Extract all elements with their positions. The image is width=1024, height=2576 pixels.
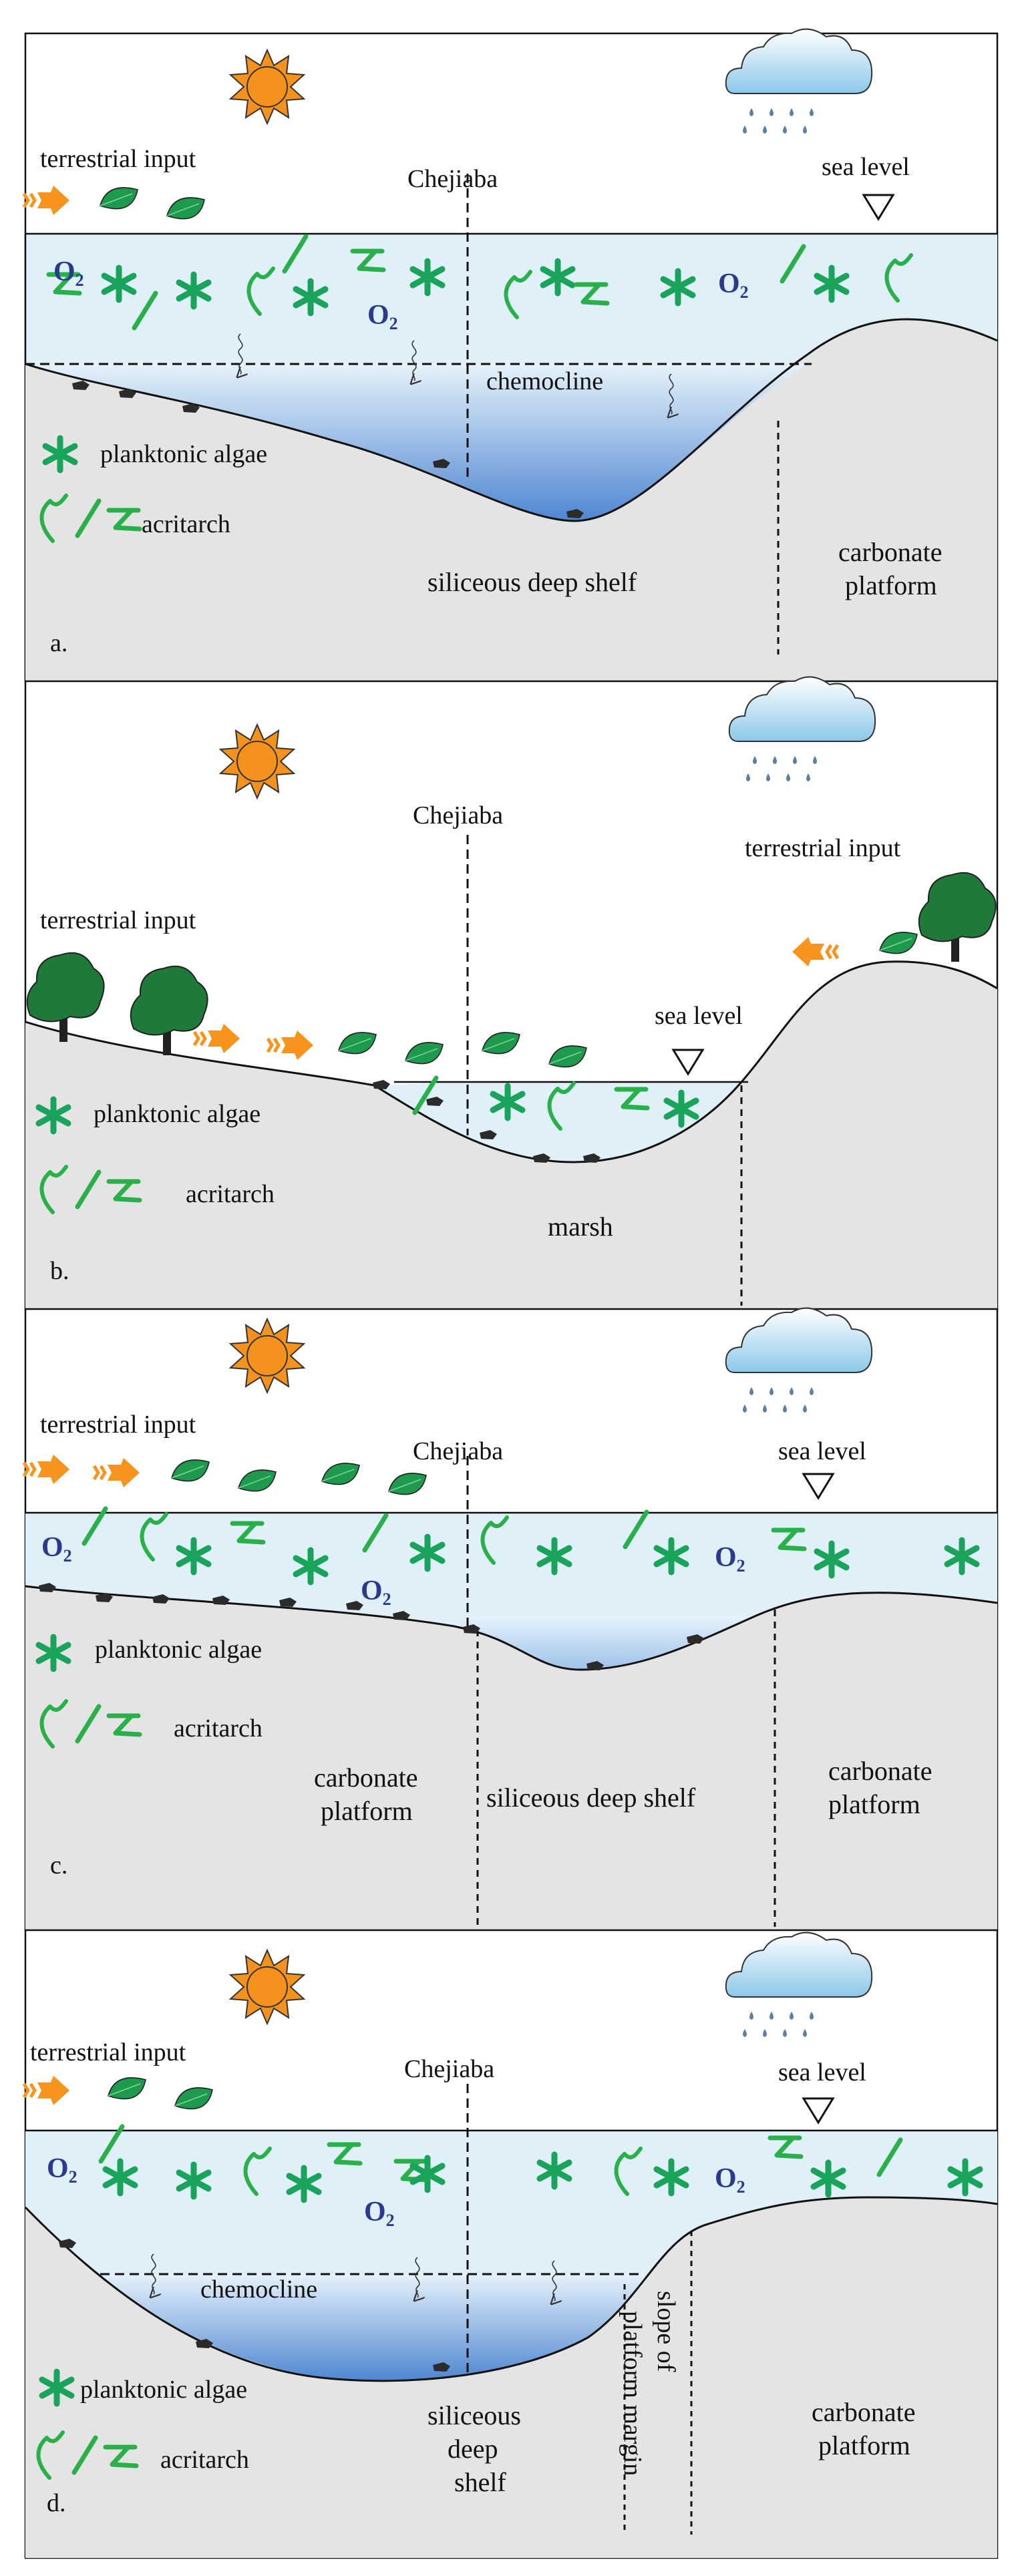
panel-c-seafloor [25, 1585, 998, 1671]
terrestrial-input-label: terrestrial input [40, 906, 196, 934]
location-label: Chejiaba [413, 801, 503, 830]
panel-label: d. [47, 2489, 66, 2517]
svg-text:O2: O2 [47, 2153, 77, 2187]
legend-algae-label: planktonic algae [95, 1636, 262, 1664]
legend-algae-label: planktonic algae [100, 440, 267, 468]
panel-b-land-surface [25, 960, 998, 1163]
zone-label: shelf [454, 2467, 506, 2497]
svg-text:O2: O2 [715, 2163, 745, 2197]
legend-acritarch-label: acritarch [142, 510, 230, 538]
svg-text:O2: O2 [367, 300, 398, 333]
zone-label: slope of [652, 2291, 680, 2372]
legend-algae-label: planktonic algae [80, 2376, 247, 2404]
legend-acritarch-label: acritarch [186, 1180, 275, 1208]
panel-c-basin [461, 1616, 755, 1670]
oxygen-labels: O2 O2 O2 [53, 256, 749, 333]
panel-a-seafloor [25, 318, 998, 522]
panel-a: terrestrial input Chejiaba sea level che… [24, 28, 999, 683]
sea-level-label: sea level [778, 1437, 866, 1465]
svg-text:O2: O2 [53, 256, 84, 290]
panel-a-ground [25, 319, 997, 681]
zone-label: siliceous deep shelf [428, 567, 637, 597]
panel-a-anoxic-basin [25, 364, 810, 521]
location-label: Chejiaba [404, 2055, 494, 2083]
panel-b-marsh-water [374, 1082, 741, 1162]
zone-label: platform [321, 1796, 413, 1826]
legend-acritarch-label: acritarch [174, 1714, 263, 1742]
panel-d-anoxic-basin [100, 2274, 645, 2381]
terrestrial-input-label: terrestrial input [30, 2038, 186, 2066]
zone-label: marsh [548, 1212, 613, 1242]
zone-label: platform [818, 2430, 910, 2460]
panel-b-ground [25, 961, 997, 1309]
zone-label: carbonate [812, 2397, 915, 2427]
chemocline-label: chemocline [200, 2275, 317, 2304]
terrestrial-input-label: terrestrial input [745, 834, 901, 862]
terrestrial-input-label: terrestrial input [40, 145, 196, 173]
zone-label: carbonate [314, 1763, 417, 1793]
zone-label: siliceous [428, 2400, 521, 2430]
zone-label: platform margin [619, 2311, 647, 2476]
zone-label: carbonate [828, 1756, 932, 1786]
location-label: Chejiaba [407, 165, 498, 193]
svg-text:O2: O2 [718, 268, 749, 302]
sea-level-label: sea level [778, 2058, 866, 2086]
panel-d-ground [25, 2197, 997, 2558]
panel-c: terrestrial input Chejiaba sea level pla… [24, 1307, 999, 1931]
panel-label: a. [50, 629, 67, 657]
legend-algae-label: planktonic algae [94, 1100, 261, 1128]
location-label: Chejiaba [413, 1437, 503, 1465]
sea-level-label: sea level [822, 153, 910, 181]
panel-d: terrestrial input Chejiaba sea level che… [24, 1929, 999, 2559]
zone-label: siliceous deep shelf [486, 1783, 696, 1813]
zone-label: carbonate [838, 537, 942, 567]
zone-label: platform [845, 570, 937, 600]
panel-label: c. [50, 1851, 67, 1879]
svg-text:O2: O2 [361, 1576, 391, 1609]
svg-text:O2: O2 [364, 2197, 395, 2230]
panel-c-ground [25, 1586, 997, 1930]
terrestrial-input-label: terrestrial input [40, 1411, 196, 1439]
oxygen-labels: O2 O2 O2 [47, 2153, 745, 2230]
svg-text:O2: O2 [41, 1532, 72, 1566]
chemocline-label: chemocline [486, 367, 603, 395]
sea-level-label: sea level [655, 1002, 743, 1030]
panel-label: b. [50, 1257, 69, 1285]
svg-text:O2: O2 [715, 1542, 745, 1576]
oxygen-labels: O2 O2 O2 [41, 1532, 745, 1609]
legend-acritarch-label: acritarch [160, 2446, 249, 2474]
panel-b: terrestrial input terrestrial input Chej… [24, 676, 999, 1310]
zone-label: deep [448, 2434, 498, 2464]
zone-label: platform [828, 1789, 920, 1819]
